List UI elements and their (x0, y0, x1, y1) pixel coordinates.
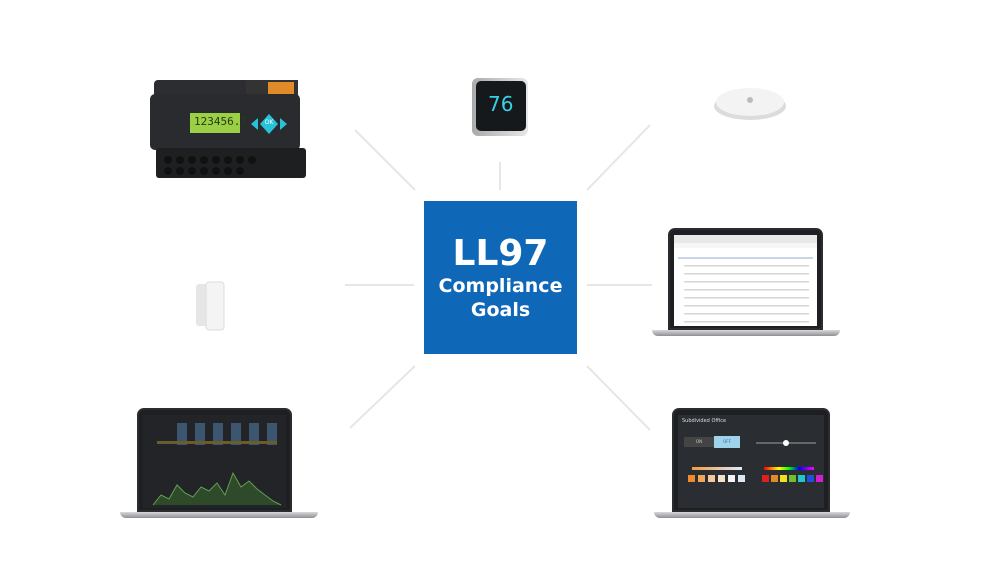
lighting-title: Subdivided Office (682, 418, 727, 424)
table-display (674, 235, 817, 326)
meter-ok-button: OK (264, 119, 274, 126)
thermostat-temperature: 76 (488, 92, 514, 116)
lighting-on-toggle: ON (684, 437, 714, 447)
energy-meter-device: 123456.7 OK (148, 78, 312, 180)
chart-display (143, 415, 286, 508)
spoke-top-left (354, 129, 416, 191)
door-sensor-device (194, 280, 226, 332)
meter-lcd-value: 123456.7 (194, 115, 247, 128)
smoke-detector-device (713, 84, 787, 122)
spoke-bottom-left (349, 365, 416, 429)
lighting-off-toggle: OFF (714, 436, 740, 448)
ll97-compliance-goals-box: LL97 Compliance Goals (424, 201, 577, 354)
thermostat-device: 76 (472, 78, 528, 136)
center-subtitle-2: Goals (470, 298, 531, 321)
spoke-top-right (586, 124, 651, 191)
lighting-display: Subdivided Office ON OFF (678, 415, 824, 508)
center-title: LL97 (452, 232, 549, 274)
spoke-bottom-right (586, 365, 651, 431)
center-subtitle-1: Compliance (438, 274, 563, 297)
